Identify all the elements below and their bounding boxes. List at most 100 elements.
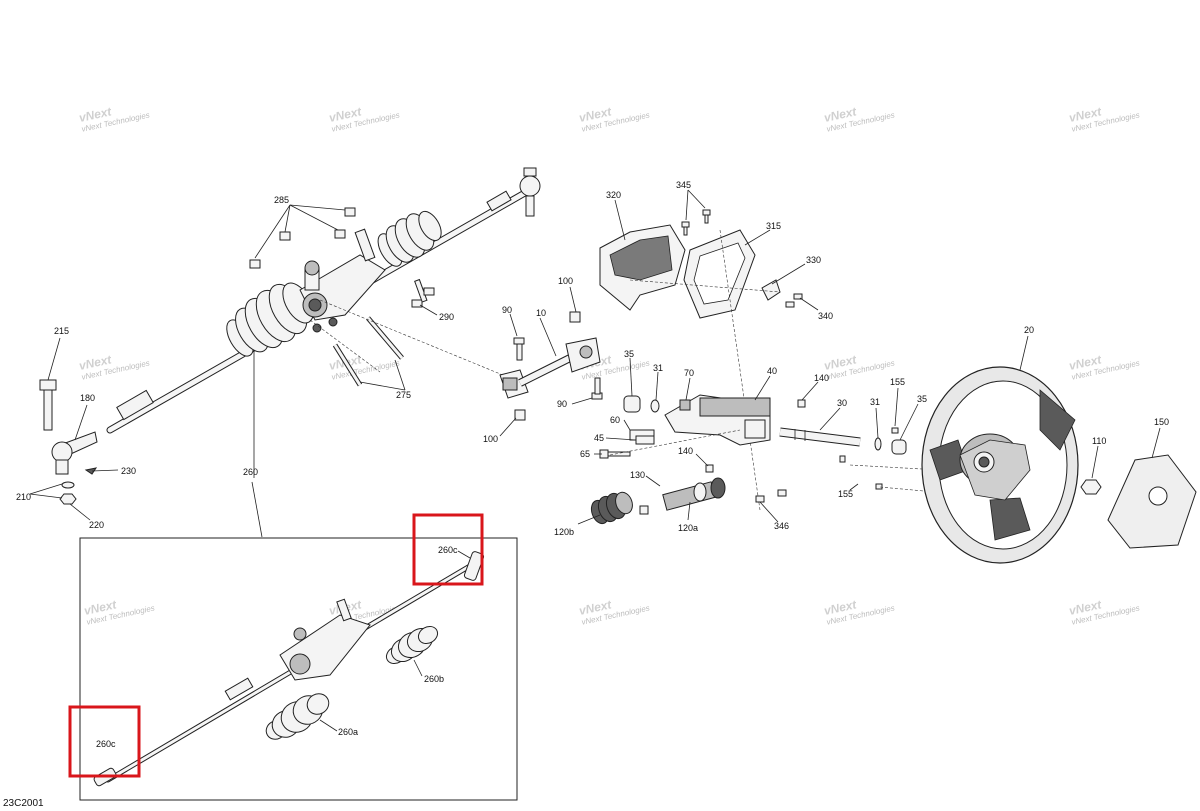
nut-110: 110 [1080,436,1106,495]
callout-90a: 90 [502,305,512,315]
callout-260: 260 [243,467,258,477]
svg-text:vNext: vNext [578,597,614,618]
svg-text:vNext: vNext [578,104,614,125]
callout-315: 315 [766,221,781,231]
diagram-code: 23C2001 [3,798,44,809]
bushing-285 [344,207,356,217]
boot-120b [590,491,633,525]
sleeve-260c-top [463,551,485,581]
bearing-35-right [891,439,907,455]
callout-290: 290 [439,312,454,322]
svg-text:vNext: vNext [823,104,859,125]
upper-shaft-assembly: 30 31 155 35 155 [779,377,941,499]
callout-320: 320 [606,190,621,200]
highlight-box-260c-bottom [68,705,141,778]
callout-180: 180 [80,393,95,403]
boots-120: 120b 130 120a [554,470,726,537]
callout-60: 60 [610,415,620,425]
screws-346 [755,489,787,503]
boot-260b [385,625,439,665]
callout-35b: 35 [917,394,927,404]
callout-155a: 155 [890,377,905,387]
callout-210: 210 [16,492,31,502]
steering-rack-assembly [39,167,541,505]
svg-text:vNext: vNext [78,104,114,125]
svg-text:vNext: vNext [823,352,859,373]
callout-340: 340 [818,311,833,321]
callout-110: 110 [1092,436,1106,446]
bushing-285 [334,229,346,239]
column-cover-assembly: 320 345 315 330 340 [599,180,833,511]
bolt-130 [639,505,649,515]
callout-330: 330 [806,255,821,265]
bolt-215 [39,379,57,431]
nut-100-top [569,311,581,323]
callout-31a: 31 [653,363,663,373]
callout-100a: 100 [558,276,573,286]
column-bracket-assembly: 35 31 70 40 140 60 45 65 140 346 [580,349,829,531]
boot-260a [265,693,330,740]
rack-housing [299,228,386,333]
callout-30: 30 [837,398,847,408]
callout-346: 346 [774,521,789,531]
bushing-70 [679,399,691,411]
bolts-140 [705,399,806,473]
callout-20: 20 [1024,325,1034,335]
svg-text:vNext: vNext [78,352,114,373]
callout-260a: 260a [338,727,358,737]
callout-260c-bottom: 260c [96,739,116,749]
callout-155b: 155 [838,489,853,499]
callout-220: 220 [89,520,104,530]
svg-text:vNext: vNext [823,597,859,618]
bolt-90-left [513,337,525,361]
bushing-285 [279,231,291,241]
callout-140a: 140 [814,373,829,383]
clip-330 [761,279,781,301]
svg-text:vNext: vNext [328,104,364,125]
highlight-box-260c-top [412,513,484,586]
callout-275: 275 [396,390,411,400]
steering-wheel: 20 [921,325,1079,564]
center-cap-150: 150 [1107,417,1197,549]
ring-31-left [650,399,660,413]
tie-rod-end-left [51,431,98,475]
nut-100-bottom [514,409,526,421]
callout-150: 150 [1154,417,1169,427]
bolt-155-bottom [839,455,883,490]
callout-285: 285 [274,195,289,205]
intermediate-shaft-assembly: 90 100 10 90 100 [483,276,603,444]
svg-text:vNext: vNext [1068,104,1104,125]
bushing-285 [249,259,261,269]
callout-90b: 90 [557,399,567,409]
callout-140b: 140 [678,446,693,456]
callout-260c-top: 260c [438,545,458,555]
svg-text:vNext: vNext [1068,597,1104,618]
right-boot [377,210,442,267]
callout-120a: 120a [678,523,698,533]
callout-130: 130 [630,470,645,480]
washer-210 [61,481,75,489]
callout-120b: 120b [554,527,574,537]
leader-lines-rack [29,204,438,538]
bolt-290 [411,278,428,308]
nut-220 [59,493,77,505]
callout-35a: 35 [624,349,634,359]
callout-45: 45 [594,433,604,443]
callout-70: 70 [684,368,694,378]
callout-260b: 260b [424,674,444,684]
svg-text:vNext: vNext [1068,352,1104,373]
boot-120a [662,477,726,511]
